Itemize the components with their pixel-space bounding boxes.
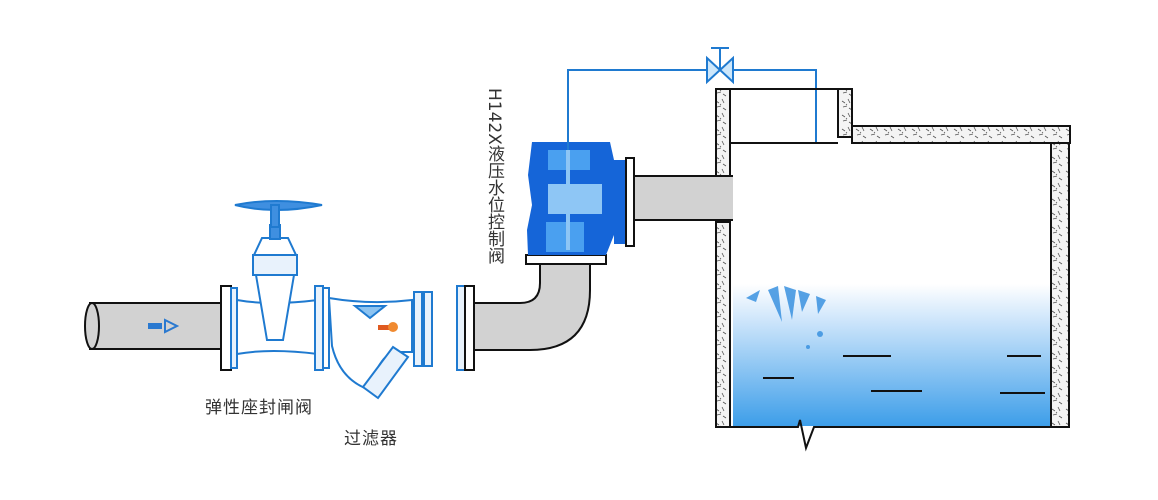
inlet-pipe bbox=[84, 302, 231, 350]
water-ripples bbox=[763, 355, 1045, 394]
water-splash bbox=[746, 286, 826, 349]
gate-valve-label: 弹性座封闸阀 bbox=[205, 398, 313, 418]
water-tank bbox=[715, 88, 1071, 452]
hydraulic-level-control-valve bbox=[525, 142, 635, 265]
strainer-flow-arrow-icon bbox=[378, 322, 398, 332]
flow-direction-icon bbox=[148, 318, 180, 334]
strainer-label: 过滤器 bbox=[344, 429, 398, 449]
gate-valve bbox=[220, 200, 330, 371]
pipe-flange bbox=[464, 285, 475, 371]
y-strainer bbox=[327, 285, 466, 400]
needle-valve-icon bbox=[706, 47, 734, 85]
middle-pipe bbox=[473, 261, 591, 351]
control-valve-label: H142X液压水位控制阀 bbox=[484, 88, 504, 264]
